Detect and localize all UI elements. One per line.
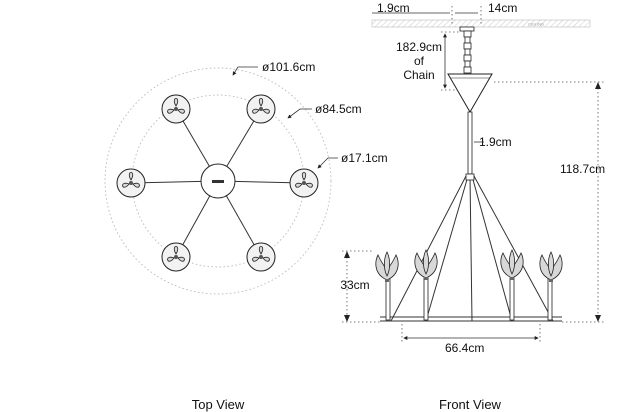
chain (463, 30, 472, 74)
shade-bottom-left (161, 242, 191, 272)
stem (467, 111, 473, 175)
overall-height-label: 118.7cm (560, 162, 605, 176)
shade-diameter-label: ø17.1cm (341, 151, 388, 165)
canopy-height-label: 1.9cm (377, 1, 410, 15)
blossom-shade-1 (375, 251, 399, 282)
outer-diameter-leader (232, 66, 258, 76)
outer-diameter-circle (104, 67, 332, 295)
shade-middle-right (289, 168, 319, 198)
front-view-caption: Front View (439, 397, 502, 412)
outer-diameter-label: ø101.6cm (262, 60, 315, 74)
front-view: CEILING 1.9cm 14cm 182.9cm of Chain (340, 1, 605, 412)
shade-top-left (161, 94, 191, 124)
stem-diameter-label: 1.9cm (479, 135, 512, 149)
blossom-shade-4 (539, 251, 563, 282)
shade-bottom-right (246, 242, 276, 272)
shade-diameter-leader (317, 157, 338, 169)
front-view-arms (380, 173, 562, 322)
width-label: 66.4cm (445, 341, 484, 355)
canopy-width-label: 14cm (488, 1, 517, 15)
cone-loop (447, 73, 493, 113)
chain-word-label: Chain (403, 68, 434, 82)
top-view-caption: Top View (192, 397, 245, 412)
shade-top-right (246, 94, 276, 124)
blossom-shade-2 (414, 249, 438, 280)
ceiling-marking: CEILING (528, 22, 544, 27)
top-view: ø101.6cm ø84.5cm ø17.1cm Top View (104, 60, 388, 412)
inner-diameter-leader (287, 108, 312, 119)
canopy (459, 26, 475, 32)
hub (200, 163, 236, 199)
shade-middle-left (116, 168, 146, 198)
arm-height-label: 33cm (340, 278, 369, 292)
chain-of-label: of (414, 54, 425, 68)
inner-diameter-label: ø84.5cm (315, 102, 362, 116)
chain-length-label: 182.9cm (396, 40, 442, 54)
blossom-shade-3 (500, 249, 524, 280)
